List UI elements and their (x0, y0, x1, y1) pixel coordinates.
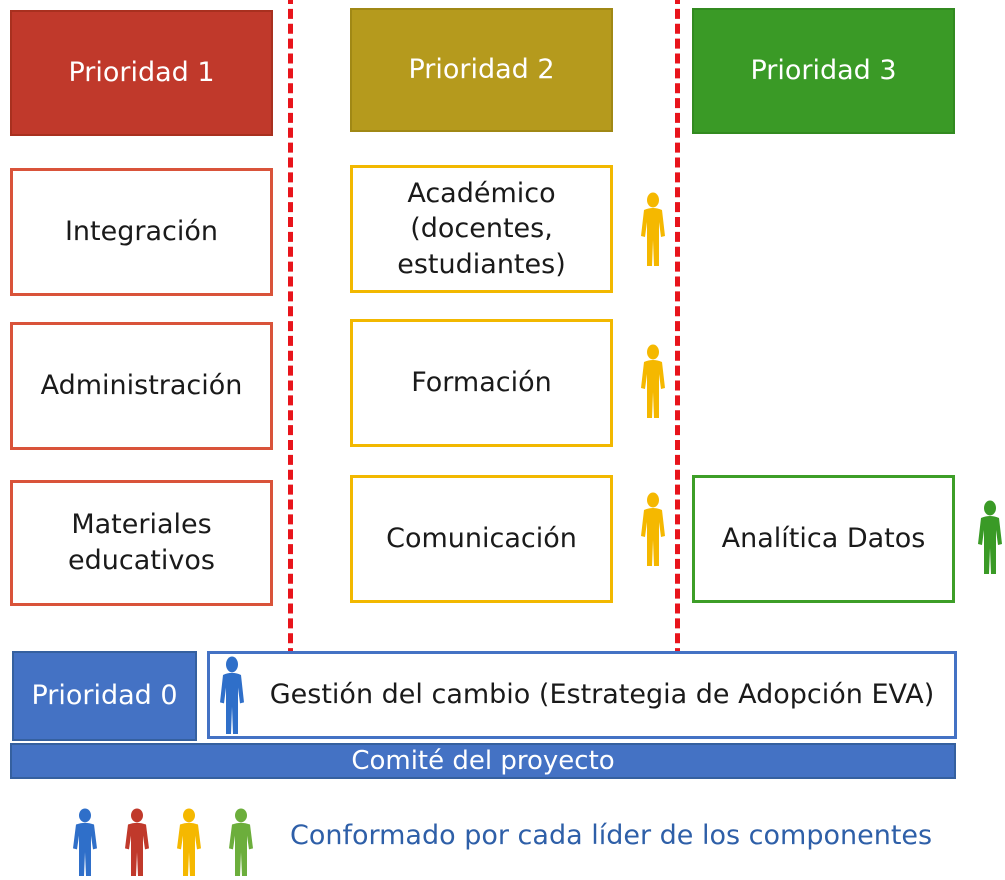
leader-person-icon-academico (641, 192, 665, 266)
change-management-box: Gestión del cambio (Estrategia de Adopci… (207, 651, 957, 739)
component-academico: Académico (docentes, estudiantes) (350, 165, 613, 293)
component-materiales-educativos: Materiales educativos (10, 480, 273, 606)
committee-bar: Comité del proyecto (10, 743, 956, 779)
priority-0-box: Prioridad 0 (12, 651, 197, 741)
component-label: Comunicación (386, 523, 577, 555)
priority-3-label: Prioridad 3 (750, 55, 897, 87)
change-management-label: Gestión del cambio (Estrategia de Adopci… (269, 679, 935, 711)
leader-person-icon-change (220, 656, 244, 734)
committee-label: Comité del proyecto (351, 745, 615, 776)
priority-2-label: Prioridad 2 (408, 54, 555, 86)
leader-person-icon-comunicacion (641, 492, 665, 566)
priority-2-header: Prioridad 2 (350, 8, 613, 132)
person-icon-blue (73, 808, 97, 876)
legend-text: Conformado por cada líder de los compone… (290, 820, 933, 851)
person-icon-green (229, 808, 253, 876)
person-icon-red (125, 808, 149, 876)
component-integracion: Integración (10, 168, 273, 296)
component-label: Materiales educativos (68, 509, 215, 576)
priority-1-label: Prioridad 1 (68, 57, 215, 89)
component-label: Analítica Datos (721, 523, 926, 555)
component-label: Administración (40, 370, 243, 402)
priority-2-highlight-frame (288, 0, 680, 673)
component-administracion: Administración (10, 322, 273, 450)
leader-person-icon-formacion (641, 344, 665, 418)
priority-3-header: Prioridad 3 (692, 8, 955, 134)
component-label: Formación (411, 367, 552, 399)
priority-0-label: Prioridad 0 (31, 680, 178, 712)
leader-person-icon-analitica (978, 500, 1002, 574)
person-icon-yellow (177, 808, 201, 876)
component-comunicacion: Comunicación (350, 475, 613, 603)
component-label: Integración (64, 216, 219, 248)
component-label: Académico (docentes, estudiantes) (397, 177, 566, 280)
priority-1-header: Prioridad 1 (10, 10, 273, 136)
component-formacion: Formación (350, 319, 613, 447)
component-analitica-datos: Analítica Datos (692, 475, 955, 603)
